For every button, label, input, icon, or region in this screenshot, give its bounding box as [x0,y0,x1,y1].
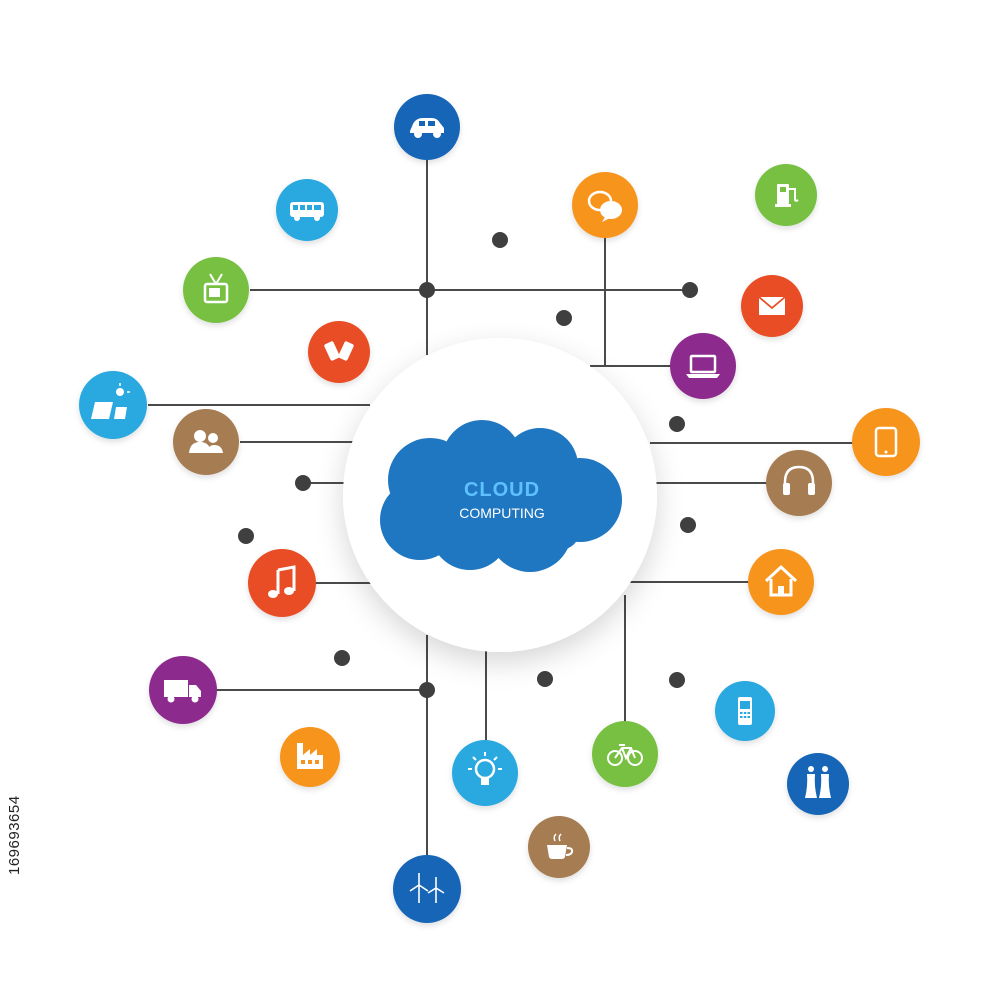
bicycle-icon [607,744,643,766]
light-bulb-icon [468,752,502,785]
network-dots [238,232,698,698]
solar-panel-icon [91,383,130,419]
tv-icon [203,273,229,304]
network-dot [680,517,696,533]
fuel-station-icon [775,184,799,207]
truck-node [149,656,217,724]
connector-lines [148,160,855,862]
solar-panel-node [79,371,147,439]
fuel-station-node [755,164,817,226]
cloud-subtitle: COMPUTING [459,505,545,521]
junction-dot [419,682,435,698]
node-circle [748,549,814,615]
node-circle [670,333,736,399]
cell-phone-node [715,681,775,741]
truck-icon [164,680,201,703]
cloud-hub: CLOUD COMPUTING [343,338,657,652]
coffee-cup-node [528,816,590,878]
node-circle [852,408,920,476]
speech-bubbles-icon [587,190,622,222]
network-dot [537,671,553,687]
users-icon [189,430,223,453]
wind-turbine-node [393,855,461,923]
headphones-icon [783,465,815,495]
node-circle [393,855,461,923]
bus-node [276,179,338,241]
light-bulb-node [452,740,518,806]
node-circle [452,740,518,806]
network-dot [238,528,254,544]
node-circle [173,409,239,475]
network-dot [556,310,572,326]
car-icon [410,118,444,138]
network-dot [295,475,311,491]
node-circle [248,549,316,617]
laptop-icon [686,354,720,378]
music-note-node [248,549,316,617]
laptop-node [670,333,736,399]
tablet-icon [874,426,898,458]
tv-node [183,257,249,323]
network-dot [669,672,685,688]
wind-turbine-icon [409,873,445,903]
envelope-icon [758,296,786,315]
network-dot [682,282,698,298]
mobile-phones-icon [324,341,354,361]
envelope-node [741,275,803,337]
network-dot [669,416,685,432]
device-nodes [79,94,920,923]
cloud-title: CLOUD [464,479,540,501]
bus-icon [290,202,324,221]
music-note-icon [268,565,296,598]
users-node [173,409,239,475]
tablet-node [852,408,920,476]
node-circle [766,450,832,516]
power-plant-icon [805,766,831,798]
node-circle [787,753,849,815]
cell-phone-icon [738,697,752,725]
car-node [394,94,460,160]
junction-dot [419,282,435,298]
factory-icon [297,743,323,769]
network-dot [334,650,350,666]
bicycle-node [592,721,658,787]
speech-bubbles-node [572,172,638,238]
node-circle [308,321,370,383]
power-plant-node [787,753,849,815]
mobile-phones-node [308,321,370,383]
coffee-cup-icon [547,833,574,859]
headphones-node [766,450,832,516]
factory-node [280,727,340,787]
stock-id-label: 169693654 [6,795,23,875]
cloud-icon [380,420,622,572]
network-dot [492,232,508,248]
house-node [748,549,814,615]
house-icon [764,564,798,597]
node-circle [79,371,147,439]
